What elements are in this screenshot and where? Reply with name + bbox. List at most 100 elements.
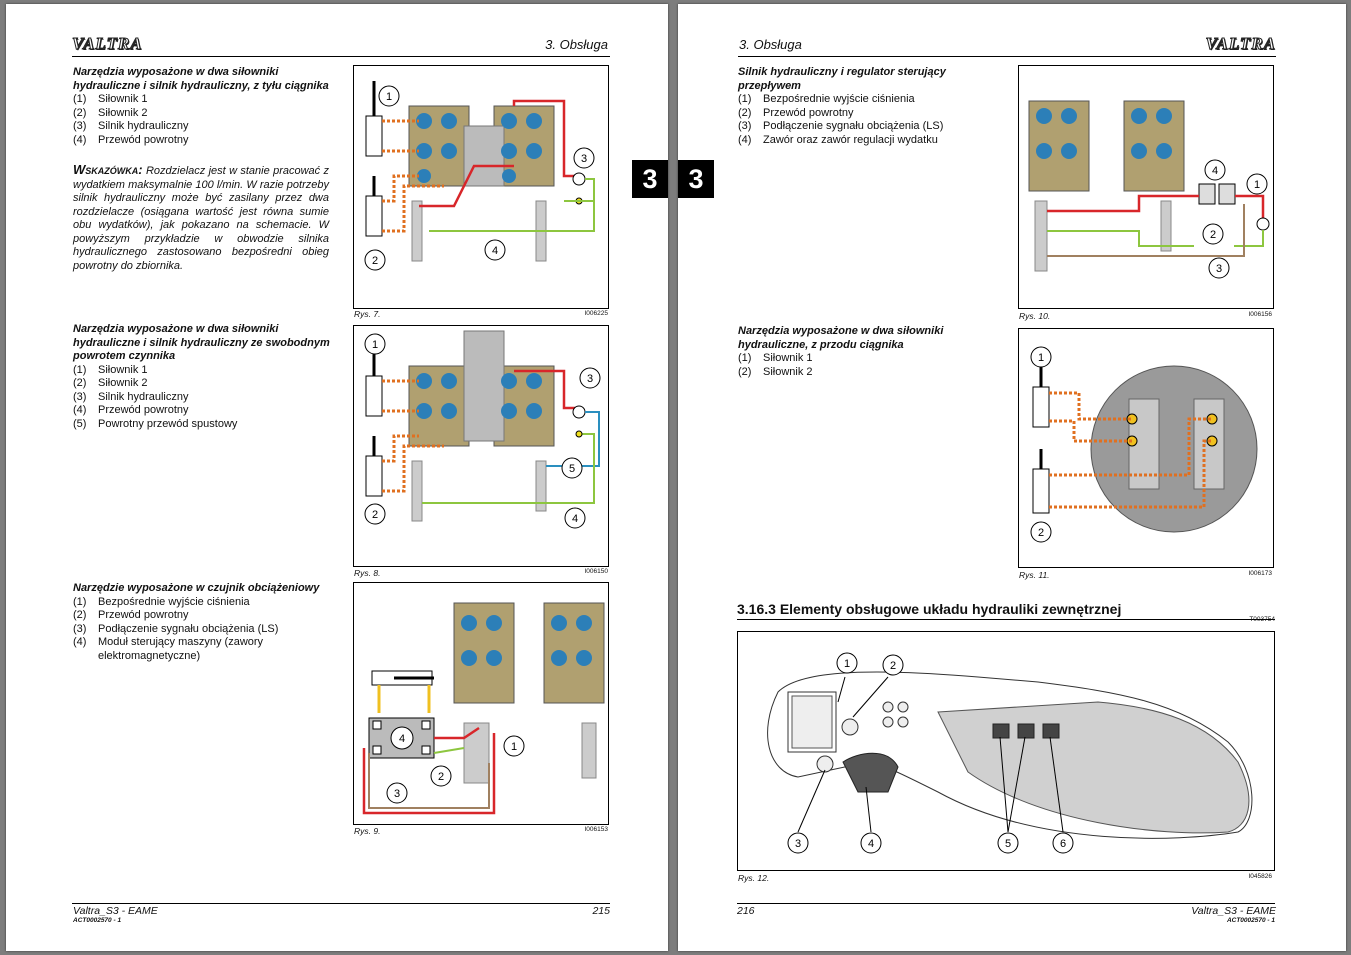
list-item: (1)Siłownik 1 — [73, 363, 148, 376]
callout-4: 4 — [868, 838, 874, 850]
figure-caption: Rys. 12. — [738, 873, 770, 883]
footer-rule — [72, 903, 610, 904]
hydraulic-diagram-7: 1 2 3 4 — [364, 81, 595, 271]
figure-caption: Rys. 7. — [354, 309, 381, 319]
list-item: (5)Powrotny przewód spustowy — [73, 417, 238, 430]
section-title: Narzędzie wyposażone w czujnik obciążeni… — [73, 582, 320, 594]
valtra-logo: VALTRA — [72, 34, 143, 54]
figure-code: I006225 — [584, 310, 609, 317]
callout-3: 3 — [587, 373, 593, 385]
left-page: VALTRA 3. Obsługa Narzędzia wyposażone w… — [6, 4, 668, 951]
chapter-tab: 3 — [632, 160, 668, 198]
callout-3: 3 — [581, 153, 587, 165]
section-heading: 3.16.3 Elementy obsługowe układu hydraul… — [737, 601, 1122, 617]
callout-2: 2 — [1210, 229, 1216, 241]
section-flow-regulator: Silnik hydrauliczny i regulator sterując… — [738, 66, 998, 147]
list-item: (3)Silnik hydrauliczny — [73, 120, 189, 132]
controls-diagram: 1 2 3 4 5 6 — [767, 652, 1253, 854]
page-number: 215 — [592, 905, 610, 917]
note-label: Wskazówka: — [73, 162, 143, 177]
section-title: Narzędzia wyposażone w dwa siłowniki hyd… — [738, 325, 944, 351]
footer-rule — [737, 903, 1275, 904]
valve-block — [408, 105, 555, 262]
callout-1: 1 — [372, 339, 378, 351]
front-hydraulics-diagram: 1 2 — [1030, 346, 1258, 543]
cylinder-1 — [365, 115, 383, 157]
figure-caption: Rys. 11. — [1019, 570, 1050, 580]
list-item: (2)Przewód powrotny — [73, 609, 189, 621]
callout-2: 2 — [1038, 527, 1044, 539]
callout-1: 1 — [1038, 352, 1044, 364]
figure-9: 4 1 2 3 — [353, 582, 609, 825]
list-item: (3)Podłączenie sygnału obciążenia (LS) — [738, 120, 944, 132]
list-item: (2)Siłownik 2 — [73, 106, 148, 119]
callout-1: 1 — [844, 658, 850, 670]
callout-2: 2 — [438, 771, 444, 783]
list-item: (3)Silnik hydrauliczny — [73, 390, 189, 403]
list-item: (1)Siłownik 1 — [738, 352, 813, 364]
callout-4: 4 — [1212, 165, 1218, 177]
figure-10: 1 2 3 4 — [1018, 65, 1274, 309]
callout-4: 4 — [399, 733, 405, 745]
figure-caption: Rys. 10. — [1019, 311, 1051, 321]
hydraulic-diagram-9: 4 1 2 3 — [362, 602, 605, 815]
footer-doc: ACT0002570 - 1 — [73, 917, 122, 924]
figure-7: 1 2 3 4 — [353, 65, 609, 309]
chapter-title: 3. Obsługa — [739, 37, 802, 52]
figure-code: I006156 — [1248, 311, 1273, 318]
callout-3: 3 — [394, 788, 400, 800]
callouts: 1 2 3 4 — [364, 85, 595, 271]
figure-code: I045826 — [1248, 873, 1273, 880]
callout-5: 5 — [1005, 838, 1011, 850]
section-title: Silnik hydrauliczny i regulator sterując… — [738, 66, 946, 92]
section-title: Narzędzia wyposażone w dwa siłowniki hyd… — [73, 323, 330, 362]
footer-model: Valtra_S3 - EAME — [73, 905, 158, 917]
list-item: (4)Zawór oraz zawór regulacji wydatku — [738, 133, 938, 146]
list-item: (2)Siłownik 2 — [73, 377, 148, 389]
list-item: (4)Przewód powrotny — [73, 133, 189, 146]
section-code: T003754 — [1249, 616, 1275, 623]
hydraulic-diagram-8: 3 1 2 4 5 — [364, 330, 601, 529]
section-load-sensing: Narzędzie wyposażone w czujnik obciążeni… — [73, 582, 333, 663]
list-item: (1)Bezpośrednie wyjście ciśnienia — [73, 595, 250, 608]
callout-3: 3 — [795, 838, 801, 850]
callout-1: 1 — [511, 741, 517, 753]
note-text: Rozdzielacz jest w stanie pracować z wyd… — [73, 165, 329, 272]
chapter-title: 3. Obsługa — [545, 37, 608, 52]
figure-caption: Rys. 9. — [354, 826, 381, 836]
section-front-cylinders: Narzędzia wyposażone w dwa siłowniki hyd… — [738, 325, 998, 379]
callout-5: 5 — [569, 463, 575, 475]
section-two-cylinders-rear: Narzędzia wyposażone w dwa siłowniki hyd… — [73, 66, 333, 147]
footer-model: Valtra_S3 - EAME — [1191, 905, 1276, 917]
callout-1: 1 — [386, 91, 392, 103]
list-item: (4)Moduł sterujący maszyny (zawory elekt… — [73, 636, 264, 662]
callout-1: 1 — [1254, 179, 1260, 191]
chapter-tab: 3 — [678, 160, 714, 198]
callout-2: 2 — [372, 509, 378, 521]
list-item: (3)Podłączenie sygnału obciążenia (LS) — [73, 622, 279, 635]
right-page: 3 3. Obsługa VALTRA Silnik hydrauliczny … — [678, 4, 1346, 951]
list-item: (1)Siłownik 1 — [73, 93, 148, 105]
section-title: Narzędzia wyposażone w dwa siłowniki hyd… — [73, 66, 329, 92]
figure-code: I006173 — [1248, 570, 1273, 577]
section-free-return: Narzędzia wyposażone w dwa siłowniki hyd… — [73, 323, 333, 431]
footer-doc: ACT0002570 - 1 — [1226, 917, 1275, 924]
callout-2: 2 — [372, 255, 378, 267]
list-item: (1)Bezpośrednie wyjście ciśnienia — [738, 93, 915, 105]
hydraulic-diagram-10: 1 2 3 4 — [1028, 100, 1270, 279]
valtra-logo: VALTRA — [1205, 34, 1276, 54]
figure-12: 1 2 3 4 5 6 — [737, 631, 1275, 871]
note-paragraph: Wskazówka: Rozdzielacz jest w stanie pra… — [73, 163, 329, 273]
cylinder-2 — [365, 195, 383, 237]
figure-11: 1 2 — [1018, 328, 1274, 568]
figure-code: I006150 — [584, 568, 609, 575]
callout-2: 2 — [890, 660, 896, 672]
list-item: (2)Siłownik 2 — [738, 365, 813, 378]
section-rule — [737, 619, 1275, 620]
callout-4: 4 — [572, 513, 578, 525]
figure-caption: Rys. 8. — [354, 568, 381, 578]
list-item: (2)Przewód powrotny — [738, 106, 854, 119]
figure-code: I006153 — [584, 826, 609, 833]
callout-6: 6 — [1060, 838, 1066, 850]
list-item: (4)Przewód powrotny — [73, 404, 189, 416]
